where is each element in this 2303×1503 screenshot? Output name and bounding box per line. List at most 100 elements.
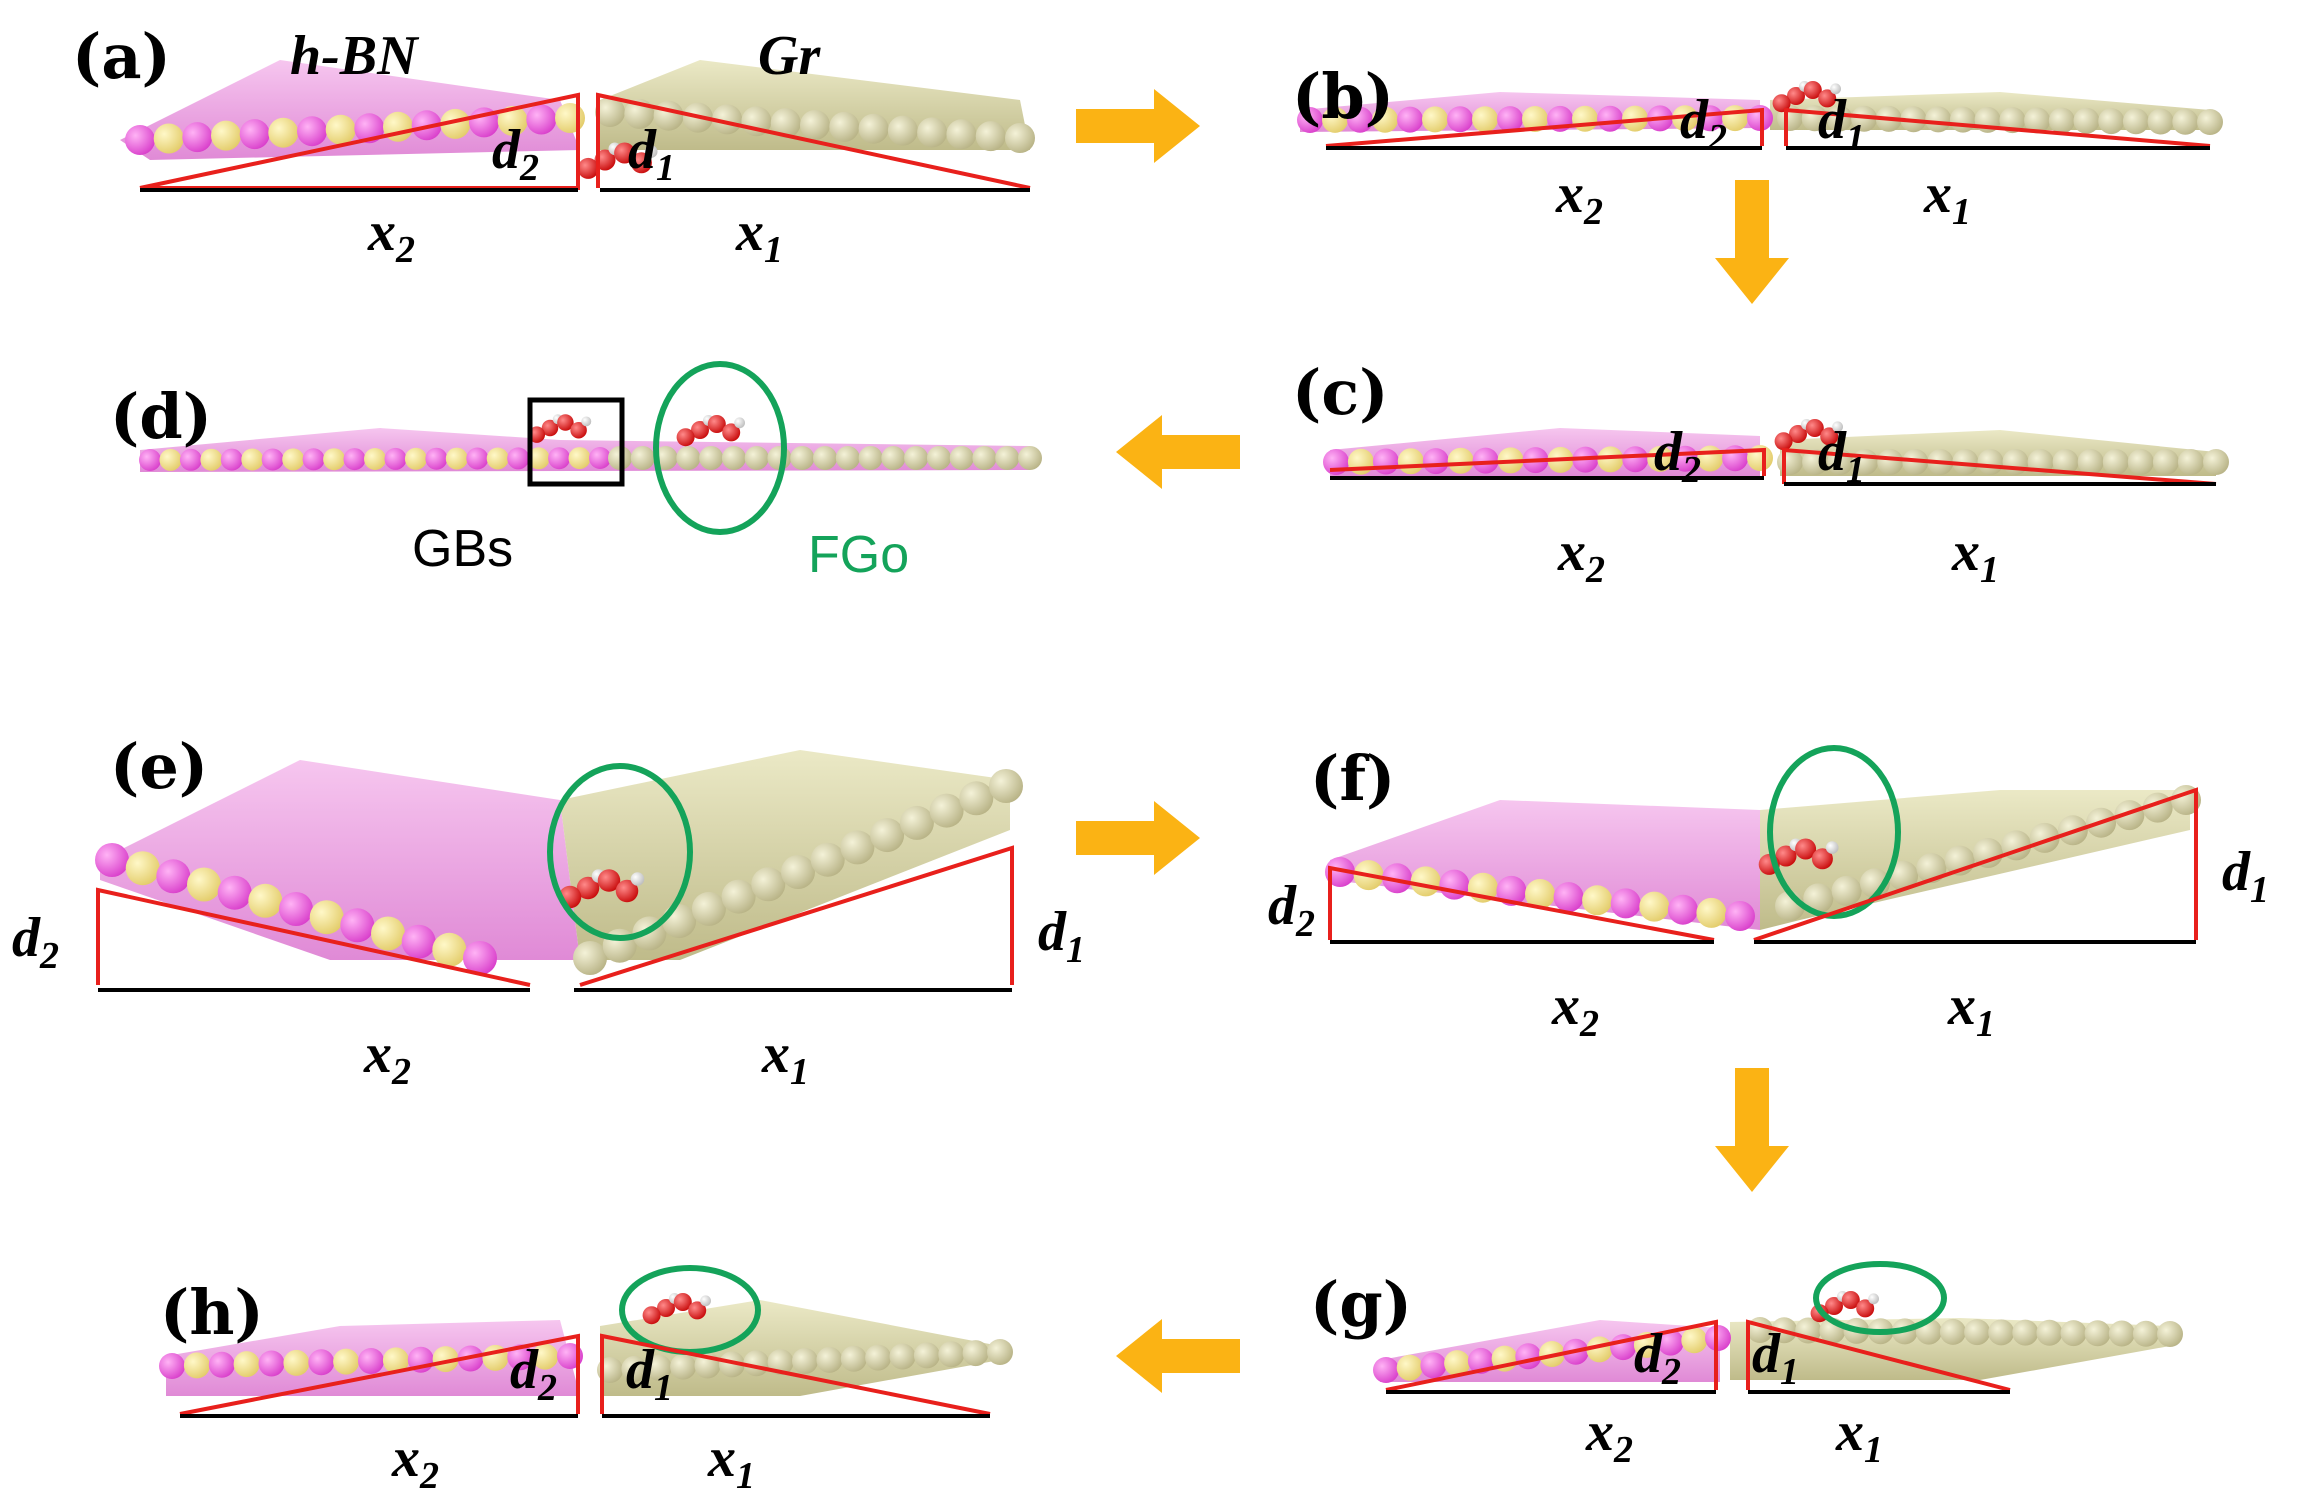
symbol-d2-g: d2	[1634, 1323, 1681, 1393]
gr-atom-d	[767, 446, 792, 470]
symbol-x2-g: x2	[1585, 1401, 1633, 1471]
fgo-cluster-gb-d-oxygen	[557, 414, 574, 431]
annotation-gbs: GBs	[412, 520, 513, 578]
hbn-atom-a	[153, 123, 184, 154]
hbn-atom-h	[208, 1351, 235, 1378]
hbn-atom-d	[323, 448, 346, 471]
hbn-atom-h	[432, 1346, 459, 1373]
gr-atom-b	[2147, 108, 2174, 135]
gr-atom-b	[2073, 107, 2100, 134]
gr-atom-e	[781, 855, 815, 889]
hbn-atom-e	[217, 875, 252, 910]
gr-atom-g	[2132, 1320, 2159, 1347]
hbn-atom-e	[95, 843, 129, 877]
triangle-x2-f	[1328, 865, 1715, 942]
gr-atom-f	[1831, 875, 1862, 906]
fgo-ring-e	[547, 763, 693, 941]
gr-atom-d	[630, 446, 655, 470]
gr-atom-f	[1803, 883, 1834, 914]
hbn-atom-b	[1297, 107, 1323, 133]
symbol-x2-a: x2	[367, 201, 415, 271]
gr-atom-a	[1005, 123, 1035, 153]
gr-atom-d	[721, 446, 746, 470]
gr-atom-g	[2084, 1320, 2111, 1347]
panel-label-f: (f)	[1310, 742, 1395, 815]
arrow-f-to-g	[1715, 1068, 1789, 1192]
gr-atom-c	[2102, 449, 2129, 475]
fgo-cluster-h-oxygen	[688, 1301, 707, 1320]
symbol-d1-c: d1	[1818, 421, 1865, 491]
gr-atom-d	[858, 446, 883, 470]
fgo-cluster-h-oxygen	[657, 1299, 675, 1317]
hbn-atom-b	[1572, 105, 1598, 132]
gr-atom-g	[2036, 1319, 2063, 1346]
gr-atom-a	[946, 119, 977, 150]
gr-atom-a	[975, 121, 1006, 152]
gr-sheet-e	[560, 750, 1010, 960]
triangle-x2-b	[1325, 107, 1764, 148]
fgo-cluster-a-oxygen	[630, 152, 652, 174]
hbn-atom-a	[325, 114, 356, 145]
material-label-gr: Gr	[758, 25, 821, 87]
hbn-atom-h	[358, 1348, 384, 1374]
hbn-atom-h	[258, 1350, 285, 1377]
hbn-atom-a	[440, 108, 471, 139]
hbn-atom-b	[1397, 106, 1423, 133]
hbn-atom-d	[445, 447, 468, 470]
hbn-atom-d	[179, 448, 202, 471]
flow-arrows	[1076, 89, 1789, 1393]
symbol-x1-a: x1	[735, 201, 783, 271]
gr-atom-a	[770, 108, 801, 139]
hbn-atom-g	[1657, 1329, 1684, 1356]
hbn-atom-a	[125, 125, 155, 155]
hbn-atom-d	[261, 448, 284, 471]
gr-atom-b	[2172, 108, 2199, 135]
gr-atom-g	[1964, 1319, 1991, 1346]
fgo-cluster-g-hydrogen	[1868, 1293, 1879, 1305]
gr-atom-c	[1877, 449, 1904, 475]
hbn-atom-h	[308, 1349, 335, 1376]
symbol-d1-a: d1	[628, 119, 675, 189]
hbn-atom-g	[1444, 1350, 1471, 1377]
gr-atom-h	[718, 1351, 745, 1378]
gr-atom-b	[2098, 108, 2125, 135]
fgo-cluster-f-hydrogen	[1825, 841, 1839, 854]
hbn-atom-d	[343, 448, 366, 471]
gr-atom-b	[2197, 109, 2223, 135]
hbn-atom-e	[371, 916, 405, 951]
hbn-atom-c	[1622, 446, 1649, 473]
gr-atom-c	[2077, 449, 2104, 475]
gr-atom-f	[2114, 800, 2145, 831]
gr-atom-h	[938, 1341, 965, 1368]
gr-atom-c	[2203, 449, 2229, 475]
hbn-atom-c	[1447, 447, 1474, 474]
hbn-atom-g	[1396, 1354, 1423, 1381]
fgo-cluster-g-oxygen	[1841, 1291, 1860, 1309]
gr-atom-d	[1018, 446, 1042, 470]
hbn-atom-d	[568, 447, 591, 470]
fgo-cluster-c-oxygen	[1805, 419, 1824, 437]
gr-atom-h	[962, 1340, 989, 1367]
gr-atom-a	[653, 100, 684, 131]
symbol-d2-c: d2	[1654, 421, 1701, 491]
gr-atom-d	[972, 446, 997, 470]
hbn-atom-b	[1522, 106, 1548, 132]
arrow-e-to-f	[1076, 801, 1200, 875]
gr-atom-b	[1925, 106, 1952, 133]
gr-atom-g	[2060, 1320, 2087, 1347]
annotation-fgo: FGo	[808, 526, 909, 584]
symbol-d2-f: d2	[1268, 875, 1315, 945]
triangle-x1-h	[600, 1333, 991, 1416]
hbn-atom-c	[1372, 448, 1399, 475]
panel-label-a: (a)	[72, 20, 171, 93]
fgo-cluster-d-oxygen	[691, 421, 709, 439]
hbn-atom-f	[1496, 875, 1527, 906]
arrow-a-to-b	[1076, 89, 1200, 163]
hbn-atom-e	[463, 941, 497, 975]
fgo-cluster-b-oxygen	[1772, 94, 1791, 113]
hbn-atom-h	[283, 1349, 310, 1376]
symbol-x1-e: x1	[761, 1023, 809, 1093]
hbn-atom-f	[1610, 888, 1641, 919]
hbn-atom-a	[497, 105, 528, 136]
